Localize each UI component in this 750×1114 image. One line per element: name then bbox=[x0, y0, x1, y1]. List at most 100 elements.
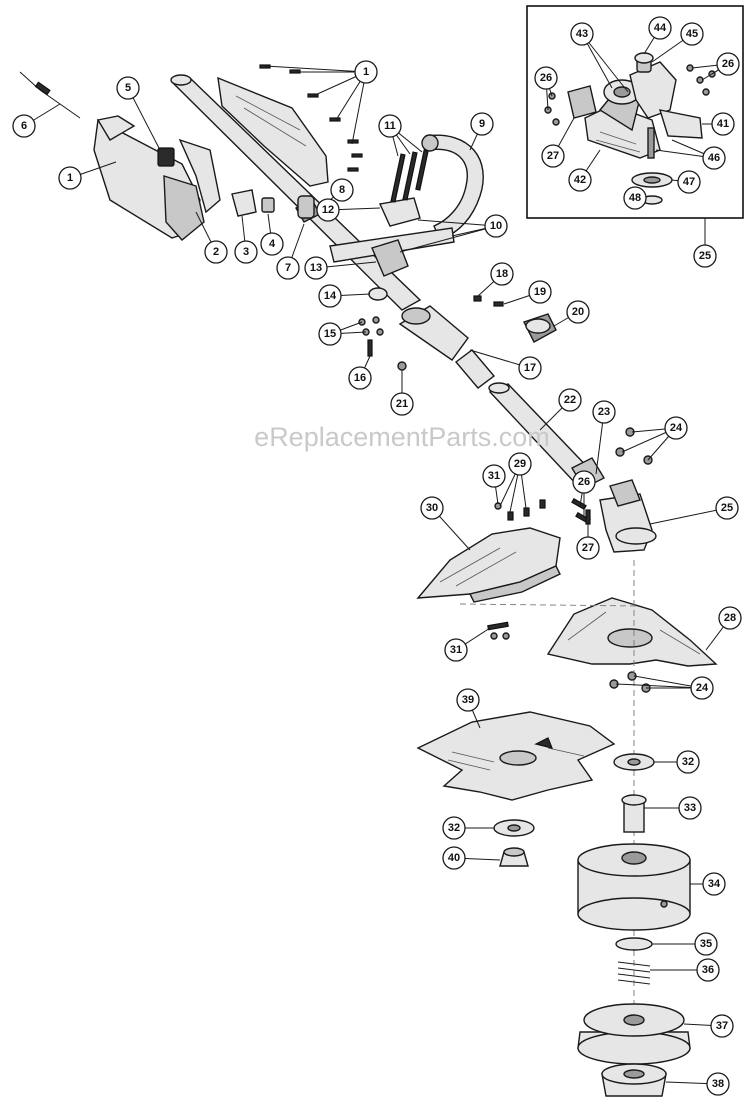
callout-38: 38 bbox=[665, 1072, 730, 1096]
callout-circle bbox=[648, 16, 672, 40]
callout-circle bbox=[442, 846, 466, 870]
callout-circle bbox=[518, 356, 542, 380]
callout-2: 2 bbox=[195, 211, 228, 264]
shaft-coupler bbox=[398, 295, 557, 389]
callout-circle bbox=[664, 416, 688, 440]
callout-circle bbox=[706, 1072, 730, 1096]
callout-22: 22 bbox=[539, 388, 582, 431]
callout-circle bbox=[484, 214, 508, 238]
callout-number: 36 bbox=[702, 964, 714, 976]
callout-11: 11 bbox=[378, 114, 423, 157]
callout-circle bbox=[318, 284, 342, 308]
callout-number: 31 bbox=[450, 644, 462, 656]
callout-number: 24 bbox=[670, 422, 683, 434]
callout-circle bbox=[696, 958, 720, 982]
callout-number: 24 bbox=[696, 682, 709, 694]
callout-circle bbox=[528, 280, 552, 304]
callout-number: 32 bbox=[448, 822, 460, 834]
callout-leader bbox=[399, 225, 497, 253]
callout-number: 20 bbox=[572, 306, 584, 318]
callout-number: 31 bbox=[488, 470, 500, 482]
callout-circle bbox=[566, 300, 590, 324]
handle-housing-group bbox=[19, 64, 363, 241]
callout-43: 43 bbox=[570, 22, 629, 93]
blade-guard bbox=[546, 597, 718, 693]
callout-circle bbox=[304, 256, 328, 280]
callout-number: 43 bbox=[576, 28, 588, 40]
callout-circle bbox=[534, 66, 558, 90]
callout-circle bbox=[694, 932, 718, 956]
callout-circle bbox=[710, 1014, 734, 1038]
callout-number: 44 bbox=[654, 22, 667, 34]
callout-circle bbox=[444, 638, 468, 662]
callout-circle bbox=[680, 22, 704, 46]
trimmer-head bbox=[577, 843, 691, 1097]
callout-number: 27 bbox=[582, 542, 594, 554]
callout-circle bbox=[204, 240, 228, 264]
callout-number: 29 bbox=[514, 458, 526, 470]
callout-number: 1 bbox=[67, 172, 73, 184]
callout-circle bbox=[442, 816, 466, 840]
callout-circle bbox=[570, 22, 594, 46]
callout-circle bbox=[576, 536, 600, 560]
callout-number: 21 bbox=[396, 398, 408, 410]
callout-41: 41 bbox=[702, 112, 735, 136]
gear-head-detail-inset bbox=[526, 5, 744, 219]
callout-number: 15 bbox=[324, 328, 336, 340]
callout-number: 42 bbox=[574, 174, 586, 186]
callout-24: 24 bbox=[621, 416, 688, 461]
callout-7: 7 bbox=[276, 223, 305, 280]
callout-number: 8 bbox=[339, 184, 345, 196]
callout-number: 25 bbox=[699, 250, 711, 262]
callout-13: 13 bbox=[304, 256, 377, 280]
callout-leader bbox=[351, 71, 367, 145]
callout-number: 13 bbox=[310, 262, 322, 274]
callout-3: 3 bbox=[234, 215, 258, 264]
callout-circle bbox=[702, 872, 726, 896]
callout-circle bbox=[592, 400, 616, 424]
callout-24: 24 bbox=[615, 675, 714, 700]
callout-47: 47 bbox=[671, 170, 701, 194]
callout-circle bbox=[330, 178, 354, 202]
callout-number: 18 bbox=[496, 268, 508, 280]
callout-number: 26 bbox=[540, 72, 552, 84]
callout-28: 28 bbox=[705, 606, 742, 651]
callout-14: 14 bbox=[318, 284, 371, 308]
callout-circle bbox=[470, 112, 494, 136]
callout-leader bbox=[581, 33, 629, 93]
callout-circle bbox=[12, 114, 36, 138]
callout-circle bbox=[58, 166, 82, 190]
callout-circle bbox=[508, 452, 532, 476]
callout-number: 6 bbox=[21, 120, 27, 132]
callout-12: 12 bbox=[316, 198, 381, 222]
callout-45: 45 bbox=[651, 22, 704, 63]
callout-29: 29 bbox=[499, 452, 532, 513]
callout-circle bbox=[541, 144, 565, 168]
callout-1: 1 bbox=[264, 60, 378, 145]
callout-circle bbox=[558, 388, 582, 412]
callout-number: 32 bbox=[682, 756, 694, 768]
callout-25: 25 bbox=[693, 244, 717, 268]
watermark: eReplacementParts.com bbox=[254, 422, 550, 452]
callout-circle bbox=[690, 676, 714, 700]
callout-31: 31 bbox=[482, 464, 506, 505]
callout-32: 32 bbox=[442, 816, 494, 840]
callout-circle bbox=[318, 322, 342, 346]
callout-circle bbox=[568, 168, 592, 192]
callout-circle bbox=[676, 750, 700, 774]
callout-26: 26 bbox=[534, 66, 558, 111]
callout-circle bbox=[354, 60, 378, 84]
callout-number: 10 bbox=[490, 220, 502, 232]
callout-number: 4 bbox=[269, 238, 276, 250]
callout-33: 33 bbox=[644, 796, 702, 820]
callout-number: 26 bbox=[722, 58, 734, 70]
callout-35: 35 bbox=[652, 932, 718, 956]
handle-bar-tube bbox=[329, 149, 455, 277]
callout-27: 27 bbox=[541, 117, 575, 168]
callout-number: 12 bbox=[322, 204, 334, 216]
callout-20: 20 bbox=[553, 300, 590, 327]
callout-leader bbox=[649, 507, 728, 525]
callout-circle bbox=[316, 198, 340, 222]
callout-circle bbox=[572, 470, 596, 494]
callout-circle bbox=[116, 76, 140, 100]
